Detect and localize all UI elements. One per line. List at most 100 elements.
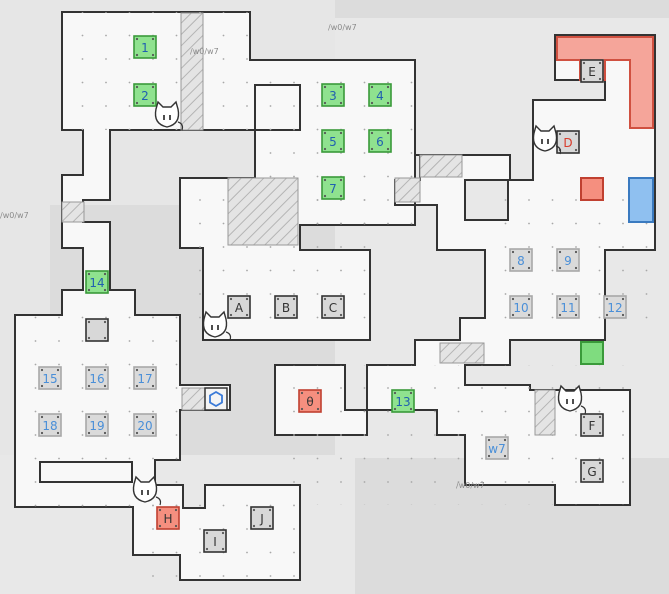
tile-rivet bbox=[276, 313, 280, 317]
green-tile bbox=[133, 83, 157, 107]
tile-rivet bbox=[103, 320, 107, 324]
tile-rivet bbox=[370, 131, 374, 135]
number-tile-label: 15 bbox=[42, 372, 57, 386]
number-tile bbox=[509, 295, 533, 319]
cats bbox=[132, 100, 587, 506]
tile-rivet bbox=[252, 524, 256, 528]
tile-rivet bbox=[87, 272, 91, 276]
tile-rivet bbox=[370, 147, 374, 151]
tile-rivet bbox=[393, 407, 397, 411]
tile-rivet bbox=[621, 313, 625, 317]
letter-block bbox=[580, 413, 604, 437]
tile-rivet bbox=[135, 85, 139, 89]
letter-block bbox=[321, 295, 345, 319]
number-tile bbox=[556, 248, 580, 272]
number-tile bbox=[85, 366, 109, 390]
tile-rivet bbox=[409, 407, 413, 411]
tile-rivet bbox=[558, 132, 562, 136]
tile-rivet bbox=[511, 250, 515, 254]
tile-rivet bbox=[87, 320, 91, 324]
tile-rivet bbox=[103, 336, 107, 340]
tile-rivet bbox=[316, 407, 320, 411]
tile-rivet bbox=[503, 438, 507, 442]
tile-rivet bbox=[598, 461, 602, 465]
number-tile bbox=[133, 366, 157, 390]
tile-rivet bbox=[574, 250, 578, 254]
letter-block bbox=[580, 459, 604, 483]
number-tile bbox=[603, 295, 627, 319]
letter-block-label: B bbox=[282, 301, 290, 315]
w7-tile bbox=[485, 436, 509, 460]
letter-block bbox=[580, 59, 604, 83]
tile-rivet bbox=[339, 131, 343, 135]
tile-rivet bbox=[151, 101, 155, 105]
red-tile-label: H bbox=[163, 512, 172, 526]
tile-rivet bbox=[87, 415, 91, 419]
tile-rivet bbox=[323, 313, 327, 317]
tile-rivet bbox=[323, 131, 327, 135]
empty-block bbox=[85, 318, 109, 342]
tile-rivet bbox=[487, 438, 491, 442]
tile-rivet bbox=[323, 178, 327, 182]
inner-wall-slot bbox=[39, 461, 133, 483]
watermark-label: /w0/w7 bbox=[0, 211, 29, 220]
tile-rivet bbox=[316, 391, 320, 395]
tile-rivet bbox=[574, 148, 578, 152]
green-tile-label: 4 bbox=[376, 89, 384, 103]
tile-rivet bbox=[621, 297, 625, 301]
green-tile-label: 14 bbox=[89, 276, 104, 290]
tile-rivet bbox=[574, 313, 578, 317]
tile-rivet bbox=[370, 85, 374, 89]
tile-rivet bbox=[582, 61, 586, 65]
green-tile bbox=[368, 83, 392, 107]
red-tile-label: θ bbox=[306, 395, 313, 409]
tile-rivet bbox=[151, 37, 155, 41]
cat-face-icon bbox=[132, 475, 162, 506]
tile-rivet bbox=[323, 147, 327, 151]
tile-rivet bbox=[151, 53, 155, 57]
goal-tile bbox=[204, 387, 228, 411]
tile-rivet bbox=[323, 85, 327, 89]
green-tile bbox=[321, 83, 345, 107]
number-tile-label: 20 bbox=[137, 419, 152, 433]
tile-rivet bbox=[511, 266, 515, 270]
green-tile-label: 5 bbox=[329, 135, 337, 149]
tile-rivet bbox=[103, 288, 107, 292]
tile-rivet bbox=[511, 313, 515, 317]
number-tile bbox=[85, 413, 109, 437]
tile-rivet bbox=[574, 132, 578, 136]
number-tile-label: 10 bbox=[513, 301, 528, 315]
red-letter-tile bbox=[556, 130, 580, 154]
number-tile-label: 17 bbox=[137, 372, 152, 386]
tile-rivet bbox=[323, 297, 327, 301]
number-tile-label: 9 bbox=[564, 254, 572, 268]
tile-rivet bbox=[135, 101, 139, 105]
tile-rivet bbox=[574, 297, 578, 301]
tile-rivet bbox=[527, 266, 531, 270]
green-tile bbox=[321, 129, 345, 153]
number-tile bbox=[38, 413, 62, 437]
letter-block-label: C bbox=[329, 301, 337, 315]
letter-block bbox=[274, 295, 298, 319]
letter-block-label: I bbox=[213, 535, 217, 549]
tile-rivet bbox=[151, 384, 155, 388]
number-tile-label: 18 bbox=[42, 419, 57, 433]
tile-rivet bbox=[40, 368, 44, 372]
tile-rivet bbox=[339, 194, 343, 198]
tile-rivet bbox=[221, 547, 225, 551]
green-tile bbox=[321, 176, 345, 200]
green-tile-label: 1 bbox=[141, 41, 149, 55]
tile-rivet bbox=[370, 101, 374, 105]
tile-rivet bbox=[151, 415, 155, 419]
tile-rivet bbox=[558, 297, 562, 301]
tile-rivet bbox=[135, 384, 139, 388]
tile-rivet bbox=[56, 431, 60, 435]
tile-rivet bbox=[339, 297, 343, 301]
green-tile bbox=[391, 389, 415, 413]
tile-rivet bbox=[268, 524, 272, 528]
green-tile-label: 13 bbox=[395, 395, 410, 409]
tile-rivet bbox=[276, 297, 280, 301]
tile-rivet bbox=[252, 508, 256, 512]
